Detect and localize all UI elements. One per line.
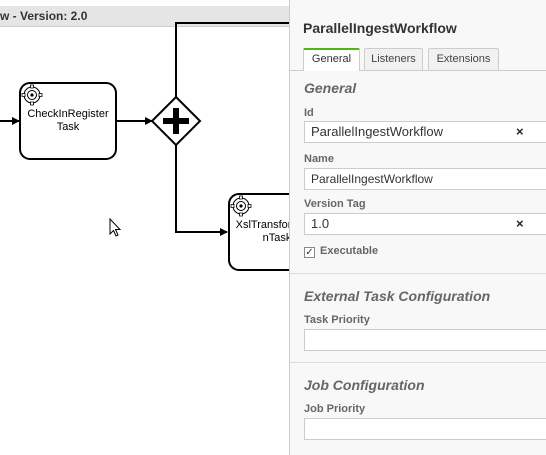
- diagram-canvas[interactable]: w - Version: 2.0: [0, 0, 289, 455]
- executable-checkbox[interactable]: ✓: [304, 247, 315, 258]
- arrow-cursor: [109, 217, 122, 237]
- job-priority-field[interactable]: [304, 418, 546, 440]
- tab-extensions[interactable]: Extensions: [428, 48, 499, 70]
- panel-title: ParallelIngestWorkflow: [303, 20, 457, 36]
- task-label-checkin: CheckInRegisterTask: [27, 108, 109, 133]
- service-task-gear-icon: [230, 195, 252, 217]
- task-xsl-transformation[interactable]: [228, 193, 289, 271]
- task-priority-label: Task Priority: [304, 314, 370, 326]
- job-priority-label: Job Priority: [304, 403, 366, 415]
- executable-label: Executable: [320, 245, 379, 257]
- name-label: Name: [304, 153, 334, 165]
- task-checkin-register[interactable]: [19, 82, 117, 160]
- clear-version-tag-icon[interactable]: ×: [516, 216, 524, 231]
- version-tag-field[interactable]: 1.0: [304, 213, 546, 235]
- bpmn-diagram: [0, 22, 289, 271]
- diagram-version-label: w - Version: 2.0: [0, 9, 88, 23]
- version-tag-label: Version Tag: [304, 198, 366, 210]
- task-label-xsl: XslTransformationTask: [235, 219, 289, 244]
- clear-id-icon[interactable]: ×: [516, 124, 524, 139]
- id-label: Id: [304, 107, 314, 119]
- section-divider: [290, 362, 546, 363]
- properties-panel: ParallelIngestWorkflow General Listeners…: [289, 0, 546, 455]
- sequence-flow-gateway-up: [175, 22, 289, 97]
- id-field[interactable]: ParallelIngestWorkflow: [304, 121, 546, 143]
- section-general-title: General: [304, 80, 357, 96]
- id-field-value: ParallelIngestWorkflow: [311, 124, 443, 139]
- section-external-task-title: External Task Configuration: [304, 288, 491, 304]
- canvas-header: w - Version: 2.0: [0, 6, 289, 27]
- task-priority-field[interactable]: [304, 329, 546, 351]
- tab-listeners[interactable]: Listeners: [364, 48, 423, 70]
- section-job-title: Job Configuration: [304, 377, 425, 393]
- sequence-flow-gateway-down: [175, 145, 228, 236]
- parallel-gateway[interactable]: [150, 95, 202, 147]
- name-field[interactable]: ParallelIngestWorkflow: [304, 168, 546, 190]
- version-tag-field-value: 1.0: [311, 216, 330, 231]
- tab-general[interactable]: General: [303, 48, 360, 71]
- panel-tabs: General Listeners Extensions: [290, 46, 546, 71]
- service-task-gear-icon: [21, 84, 43, 106]
- section-divider: [290, 273, 546, 274]
- name-field-value: ParallelIngestWorkflow: [311, 172, 433, 186]
